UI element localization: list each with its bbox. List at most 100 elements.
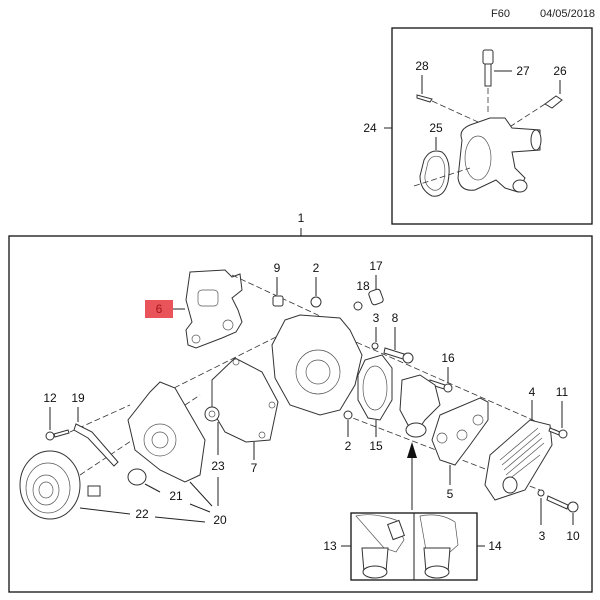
gasket-5 (431, 397, 489, 466)
bolt-12-head (45, 431, 55, 441)
variant-14-body (419, 514, 459, 553)
callout-13[interactable]: 13 (323, 539, 337, 553)
inset-frame (391, 27, 593, 225)
gasket-15-inner (362, 365, 388, 411)
axis-line (339, 334, 561, 433)
gasket-6 (185, 269, 243, 349)
callout-27[interactable]: 27 (516, 64, 530, 78)
thermostat-housing-main (399, 374, 441, 431)
inset-thermostat-assembly: 24 28 27 26 25 (363, 27, 593, 225)
gasket-6-hole (191, 334, 201, 344)
variant-13-connector (386, 519, 406, 541)
callout-14[interactable]: 14 (488, 539, 502, 553)
pump-shaft (151, 431, 169, 449)
fin-line (501, 432, 541, 466)
main-assembly-frame (8, 235, 593, 593)
o-ring-21 (127, 468, 147, 486)
leader-20-a (189, 481, 213, 507)
clip-part (416, 94, 433, 103)
gasket-6-hole (222, 319, 234, 331)
callout-1[interactable]: 1 (298, 211, 305, 225)
thermostat-outlet (405, 422, 427, 438)
callout-23[interactable]: 23 (211, 459, 225, 473)
fin-line (505, 442, 545, 476)
leader-22-a (79, 507, 131, 515)
callout-15[interactable]: 15 (369, 439, 383, 453)
callout-2-lower[interactable]: 2 (345, 439, 352, 453)
callout-28[interactable]: 28 (415, 59, 429, 73)
gasket-5-hole (456, 429, 468, 441)
callout-9[interactable]: 9 (274, 261, 281, 275)
axis-line (413, 167, 471, 187)
bolt-16-head (443, 383, 453, 393)
water-pump-20 (127, 381, 206, 483)
callout-24[interactable]: 24 (363, 121, 377, 135)
highlight-badge (145, 300, 173, 318)
callout-26[interactable]: 26 (553, 64, 567, 78)
nut-3-lower (537, 489, 545, 497)
callout-7[interactable]: 7 (251, 461, 258, 475)
gasket-5-hole (436, 432, 448, 444)
bolt-10-head (567, 501, 579, 513)
fin-line (507, 454, 541, 481)
washer-18 (353, 301, 363, 311)
dowel-sleeve-9 (272, 295, 284, 307)
callout-19[interactable]: 19 (71, 391, 85, 405)
diagram-date: 04/05/2018 (540, 8, 596, 20)
callout-3-top[interactable]: 3 (373, 311, 380, 325)
thermostat-variant-13[interactable] (355, 514, 406, 579)
pulley-groove (25, 462, 71, 514)
callout-6[interactable]: 6 (156, 302, 163, 316)
gasket-7-hole (232, 358, 240, 366)
thermostat-variant-14[interactable] (419, 514, 459, 579)
fin-line (503, 437, 543, 471)
pulley-22 (19, 450, 81, 520)
bolt-12 (53, 429, 70, 438)
oil-cooler-fins (499, 427, 545, 481)
gasket-5-hole (472, 414, 484, 426)
callout-16[interactable]: 16 (441, 351, 455, 365)
housing-outlet (530, 129, 542, 151)
nut-2-lower (343, 410, 353, 420)
leader-21 (144, 483, 161, 493)
bracket-19 (73, 423, 119, 467)
figure-code: F60 (491, 8, 510, 20)
sensor-stem (484, 63, 492, 87)
axis-line (504, 103, 546, 131)
callout-25[interactable]: 25 (429, 121, 443, 135)
highlight-callout-6[interactable]: 6 (145, 300, 185, 318)
callout-3-lower[interactable]: 3 (539, 529, 546, 543)
bolt-8 (383, 347, 405, 360)
leader-22-b (154, 516, 206, 523)
gasket-7-hole (268, 401, 276, 409)
seal-23-inner (208, 410, 216, 418)
bolt-10 (546, 495, 569, 510)
callout-8[interactable]: 8 (392, 311, 399, 325)
oil-cooler-4 (484, 419, 553, 501)
pulley-tab (87, 485, 101, 497)
gasket-7-hole (258, 431, 266, 439)
variant-14-outlet (424, 565, 450, 579)
callout-2-top[interactable]: 2 (313, 261, 320, 275)
callout-21[interactable]: 21 (169, 489, 183, 503)
callout-11[interactable]: 11 (556, 385, 569, 399)
callout-10[interactable]: 10 (566, 529, 580, 543)
seal-23 (204, 406, 220, 422)
nut-2-top (310, 296, 322, 308)
housing-outlet-2 (512, 179, 528, 193)
callout-12[interactable]: 12 (43, 391, 57, 405)
seal-inner (424, 155, 446, 191)
callout-4[interactable]: 4 (529, 385, 536, 399)
callout-20[interactable]: 20 (213, 513, 227, 527)
axis-line (149, 329, 291, 401)
pulley-bore (38, 481, 54, 499)
variant-13-body (355, 514, 405, 553)
bolt-8-head (402, 352, 414, 364)
callout-17[interactable]: 17 (369, 259, 383, 273)
callout-18[interactable]: 18 (356, 279, 370, 293)
callout-5[interactable]: 5 (447, 487, 454, 501)
thermostat-housing (457, 117, 541, 193)
callout-22[interactable]: 22 (135, 507, 149, 521)
pulley-hub (32, 474, 60, 506)
